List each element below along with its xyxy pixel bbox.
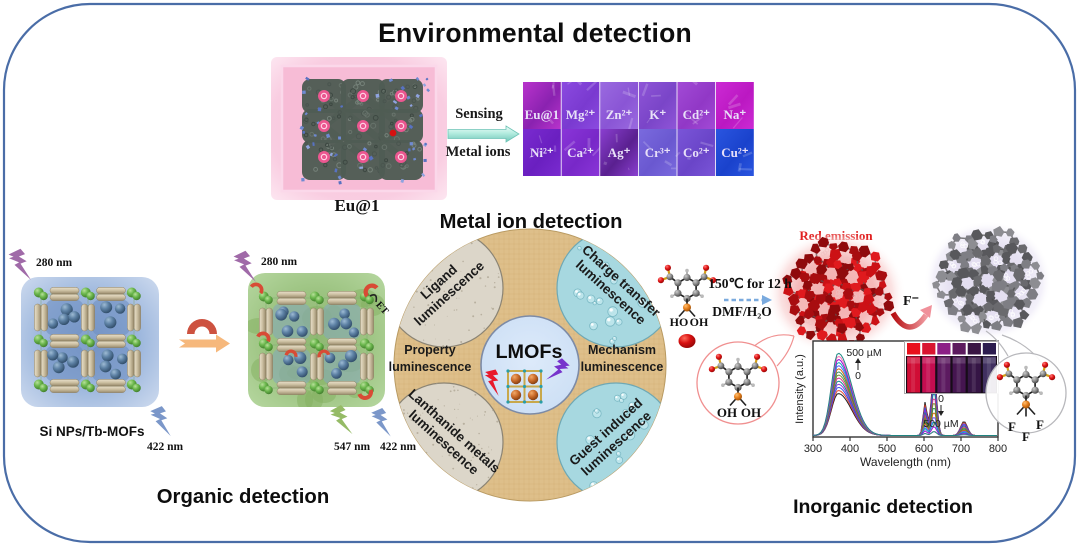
svg-text:Mg²⁺: Mg²⁺	[566, 107, 596, 122]
svg-text:Si NPs/Tb-MOFs: Si NPs/Tb-MOFs	[39, 424, 144, 439]
svg-text:500 µM: 500 µM	[923, 418, 958, 430]
svg-text:500 µM: 500 µM	[846, 347, 881, 359]
svg-text:280 nm: 280 nm	[36, 257, 73, 269]
svg-text:Intensity (a.u.): Intensity (a.u.)	[794, 354, 806, 424]
svg-text:K⁺: K⁺	[649, 107, 666, 122]
svg-text:Ca²⁺: Ca²⁺	[567, 145, 594, 160]
svg-text:Cr³⁺: Cr³⁺	[645, 145, 671, 160]
svg-text:OH: OH	[690, 315, 709, 329]
svg-text:Metal ions: Metal ions	[446, 144, 511, 160]
svg-text:547 nm: 547 nm	[334, 441, 371, 453]
svg-text:Organic detection: Organic detection	[157, 486, 329, 508]
svg-text:Na⁺: Na⁺	[724, 107, 747, 122]
svg-text:F: F	[1022, 429, 1030, 444]
svg-text:400: 400	[841, 443, 859, 455]
svg-text:luminescence: luminescence	[389, 360, 472, 374]
svg-text:300: 300	[804, 443, 822, 455]
svg-text:422 nm: 422 nm	[380, 441, 417, 453]
svg-text:Ag⁺: Ag⁺	[608, 145, 631, 160]
svg-text:F: F	[1008, 419, 1016, 434]
svg-text:Co²⁺: Co²⁺	[683, 145, 710, 160]
svg-text:800: 800	[989, 443, 1007, 455]
svg-text:Ni²⁺: Ni²⁺	[530, 145, 554, 160]
svg-text:Wavelength (nm): Wavelength (nm)	[860, 455, 951, 469]
svg-text:DMF/H₂O: DMF/H₂O	[712, 304, 772, 319]
svg-text:600: 600	[915, 443, 933, 455]
svg-text:Eu@1: Eu@1	[334, 196, 379, 215]
svg-text:F⁻: F⁻	[903, 294, 919, 309]
svg-text:0: 0	[855, 370, 861, 382]
svg-text:422 nm: 422 nm	[147, 441, 184, 453]
svg-text:Sensing: Sensing	[455, 106, 503, 122]
svg-text:Environmental detection: Environmental detection	[378, 18, 692, 48]
svg-text:Mechanism: Mechanism	[588, 343, 656, 357]
svg-text:Zn²⁺: Zn²⁺	[606, 107, 633, 122]
svg-text:Cd²⁺: Cd²⁺	[683, 107, 711, 122]
svg-text:F: F	[1036, 417, 1044, 432]
svg-text:HO: HO	[670, 315, 689, 329]
svg-text:0: 0	[938, 393, 944, 405]
svg-text:Property: Property	[404, 343, 455, 357]
svg-text:OH: OH	[717, 405, 737, 420]
svg-text:Metal ion detection: Metal ion detection	[440, 211, 623, 233]
svg-text:150℃ for 12 h: 150℃ for 12 h	[708, 276, 792, 291]
svg-text:700: 700	[952, 443, 970, 455]
svg-text:500: 500	[878, 443, 896, 455]
svg-text:LMOFs: LMOFs	[495, 341, 562, 363]
svg-text:OH: OH	[741, 405, 761, 420]
svg-text:luminescence: luminescence	[581, 360, 664, 374]
svg-text:280 nm: 280 nm	[261, 256, 298, 268]
svg-text:Inorganic detection: Inorganic detection	[793, 496, 973, 518]
svg-text:Eu@1: Eu@1	[525, 107, 560, 122]
svg-text:Cu²⁺: Cu²⁺	[721, 145, 749, 160]
